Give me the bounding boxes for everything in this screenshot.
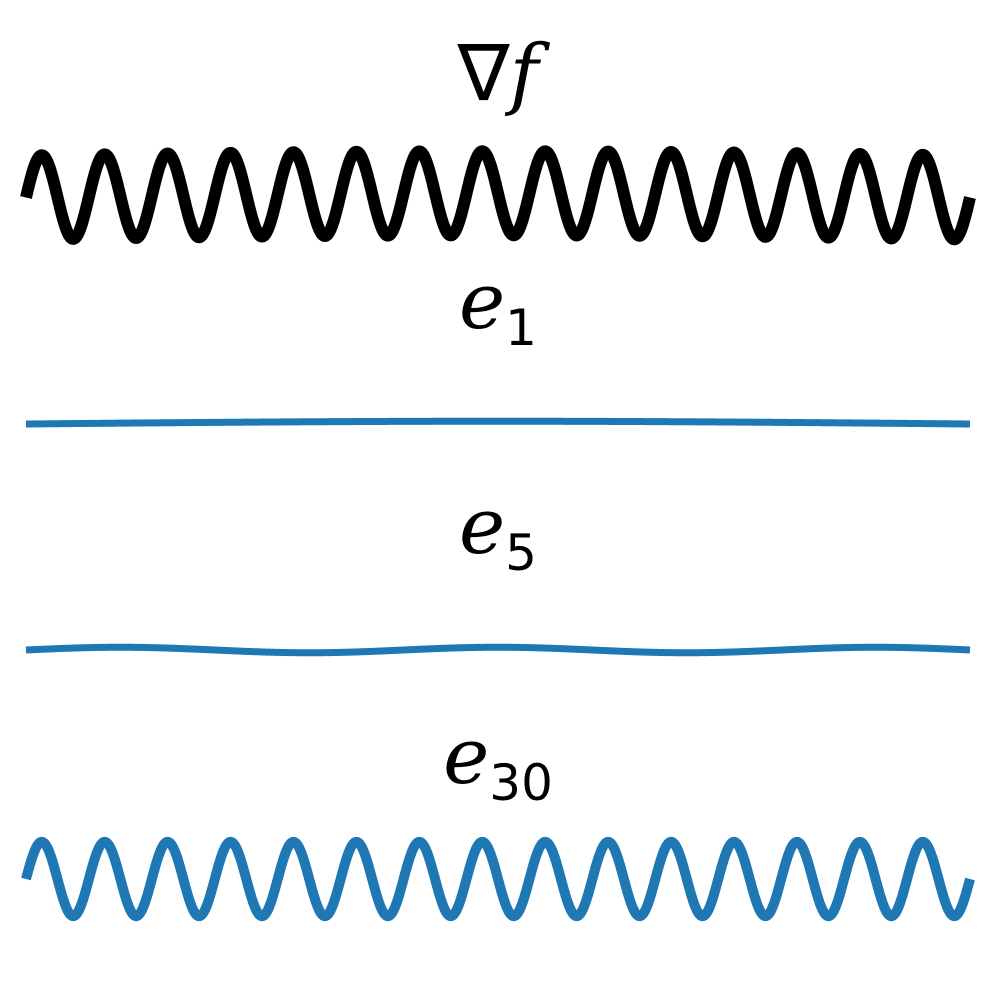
title-variable: f xyxy=(505,29,551,119)
title-variable: e xyxy=(459,482,505,572)
title-subscript: 1 xyxy=(505,299,537,357)
title-subscript: 30 xyxy=(489,754,553,812)
title-subscript: 5 xyxy=(505,524,537,582)
title-variable: e xyxy=(459,257,505,347)
panel-title: e1 xyxy=(459,257,537,357)
series-line xyxy=(21,836,975,922)
panel-title: e30 xyxy=(443,712,553,812)
panel-2: e1 xyxy=(23,257,973,428)
panel-title: ∇f xyxy=(456,29,550,119)
series-line xyxy=(20,145,976,246)
panel-4: e30 xyxy=(21,712,975,922)
panel-1: ∇f xyxy=(20,29,976,246)
title-symbol: ∇ xyxy=(456,29,510,119)
panel-title: e5 xyxy=(459,482,537,582)
title-variable: e xyxy=(443,712,489,802)
series-line xyxy=(23,643,973,657)
series-line xyxy=(23,417,973,428)
panel-3: e5 xyxy=(23,482,973,657)
